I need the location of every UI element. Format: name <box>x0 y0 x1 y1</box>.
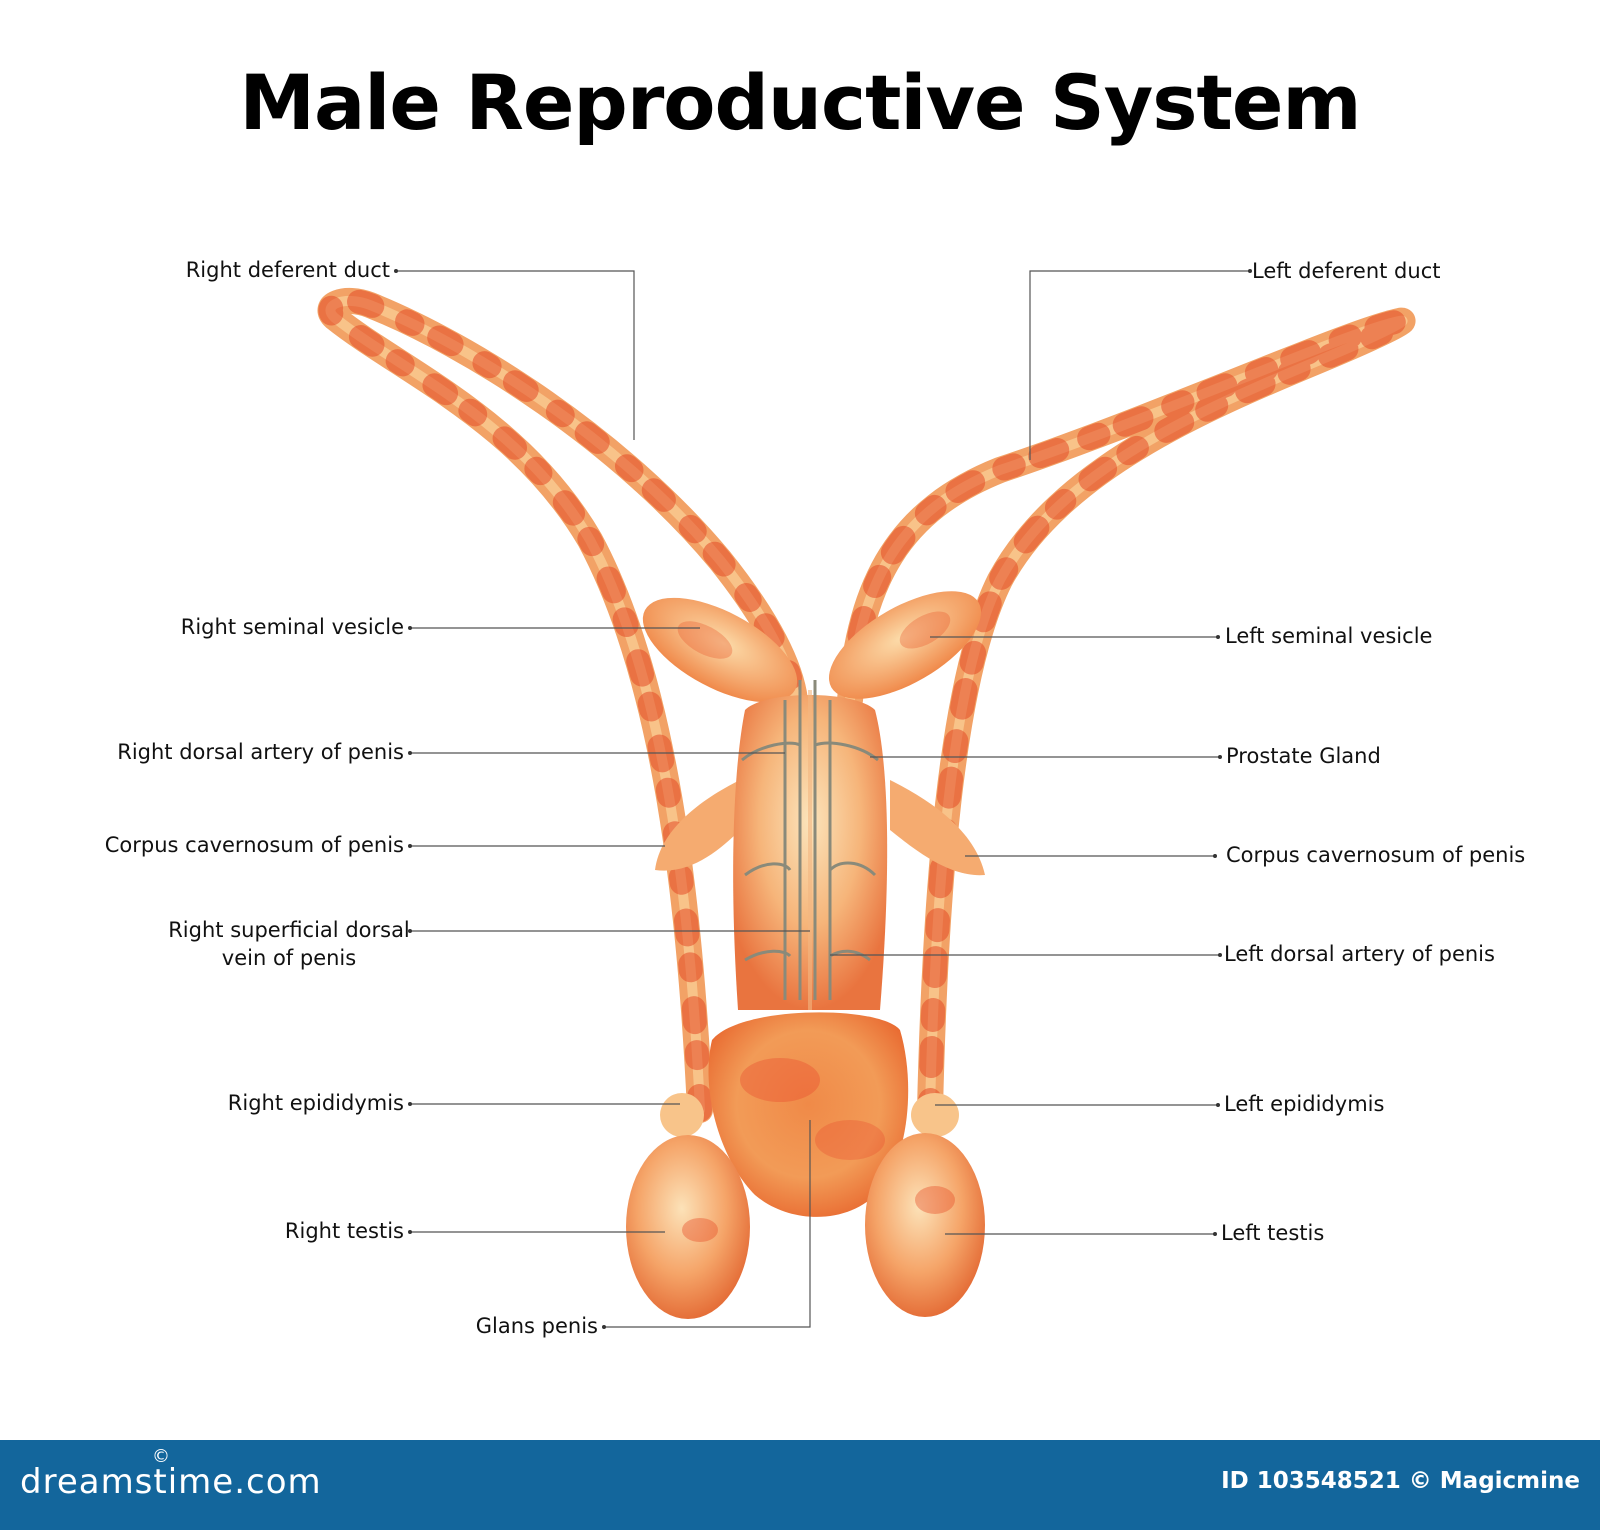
leader-left-deferent-duct <box>1029 270 1250 460</box>
label-left-epididymis: Left epididymis <box>1224 1092 1385 1116</box>
left-seminal-vesicle <box>828 591 982 699</box>
penis-shaft <box>733 690 888 1010</box>
label-right-dorsal-artery: Right dorsal artery of penis <box>117 740 404 764</box>
label-right-superficial-vein-line1: Right superficial dorsal <box>168 918 410 942</box>
label-prostate-gland: Prostate Gland <box>1226 744 1381 768</box>
footer-brand: dreamstime.com <box>20 1462 322 1502</box>
leader-right-deferent-duct <box>396 270 635 440</box>
footer-bar: dreamstime.com © ID 103548521 © Magicmin… <box>0 1440 1600 1530</box>
label-right-seminal-vesicle: Right seminal vesicle <box>180 615 404 639</box>
left-testis <box>865 1133 985 1317</box>
anatomy-illustration <box>317 269 1416 1329</box>
label-left-dorsal-artery: Left dorsal artery of penis <box>1224 942 1495 966</box>
label-left-seminal-vesicle: Left seminal vesicle <box>1225 624 1433 648</box>
leader-dots <box>394 269 1252 1329</box>
leader-glans-penis <box>604 1120 811 1328</box>
footer-brand-mark: © <box>152 1446 170 1467</box>
label-corpus-cavernosum-left: Corpus cavernosum of penis <box>104 833 404 857</box>
right-seminal-vesicle <box>642 597 798 703</box>
leader-lines <box>396 270 1250 1328</box>
left-deferent-duct <box>837 307 1416 1123</box>
label-left-testis: Left testis <box>1221 1221 1325 1245</box>
label-right-epididymis: Right epididymis <box>227 1091 404 1115</box>
label-right-superficial-vein: Right superficial dorsal vein of penis <box>160 916 418 972</box>
glans-penis <box>708 1012 909 1217</box>
label-right-testis: Right testis <box>284 1219 404 1243</box>
left-epididymis <box>911 1093 959 1137</box>
diagram-title: Male Reproductive System <box>239 58 1361 147</box>
footer-credit: ID 103548521 © Magicmine <box>1221 1468 1580 1494</box>
right-epididymis <box>660 1093 704 1137</box>
dorsal-vessels <box>741 680 879 1000</box>
label-right-superficial-vein-line2: vein of penis <box>221 946 357 970</box>
label-glans-penis: Glans penis <box>475 1314 598 1338</box>
label-corpus-cavernosum-right: Corpus cavernosum of penis <box>1226 843 1526 867</box>
label-right-deferent-duct: Right deferent duct <box>185 258 390 282</box>
label-left-deferent-duct: Left deferent duct <box>1252 259 1441 283</box>
corpus-cavernosum-crura <box>655 780 985 876</box>
right-deferent-duct <box>317 288 808 1123</box>
right-testis <box>626 1135 750 1319</box>
